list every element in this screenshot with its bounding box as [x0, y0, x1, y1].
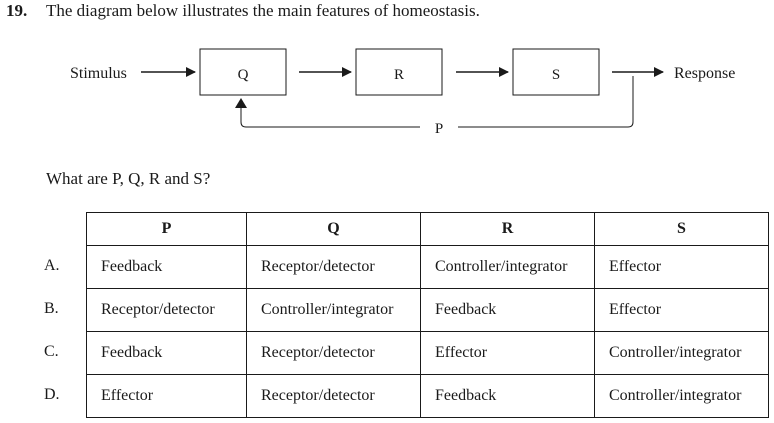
sub-question: What are P, Q, R and S? [46, 169, 211, 188]
table-cell: Controller/integrator [420, 245, 595, 289]
table-cell: Feedback [86, 331, 247, 375]
box-q [199, 48, 287, 96]
option-row-b[interactable]: Receptor/detector Controller/integrator … [86, 288, 769, 332]
table-cell: Receptor/detector [86, 288, 247, 332]
option-row-d[interactable]: Effector Receptor/detector Feedback Cont… [86, 374, 769, 418]
feedback-loop-left [240, 104, 420, 128]
table-cell: Receptor/detector [246, 374, 421, 418]
table-cell: Receptor/detector [246, 245, 421, 289]
table-cell: Controller/integrator [594, 331, 769, 375]
option-letter: A. [44, 257, 60, 274]
question-number: 19. [6, 1, 28, 20]
table-cell: Controller/integrator [246, 288, 421, 332]
table-cell: Effector [594, 245, 769, 289]
feedback-arrowhead [235, 98, 247, 108]
stimulus-label: Stimulus [70, 65, 127, 82]
header-row: P Q R S [86, 212, 769, 246]
homeostasis-diagram: Stimulus Q R S Response P [70, 48, 735, 137]
question-text: The diagram below illustrates the main f… [46, 1, 480, 20]
box-s-label: S [552, 67, 560, 83]
box-s [512, 48, 600, 96]
table-cell: Effector [594, 288, 769, 332]
table-cell: Effector [420, 331, 595, 375]
response-label: Response [674, 65, 735, 82]
option-letter: B. [44, 300, 59, 317]
option-letter: D. [44, 386, 60, 403]
box-r [355, 48, 443, 96]
table-cell: Controller/integrator [594, 374, 769, 418]
table-cell: Feedback [86, 245, 247, 289]
header-p: P [86, 212, 247, 246]
option-letter: C. [44, 343, 59, 360]
table-cell: Effector [86, 374, 247, 418]
table-cell: Receptor/detector [246, 331, 421, 375]
option-letters: A. B. C. D. [44, 244, 60, 416]
feedback-label: P [435, 121, 443, 137]
options-table: P Q R S Feedback Receptor/detector Contr… [86, 212, 769, 418]
table-cell: Feedback [420, 288, 595, 332]
header-r: R [420, 212, 595, 246]
header-s: S [594, 212, 769, 246]
feedback-loop-right [458, 76, 634, 128]
header-q: Q [246, 212, 421, 246]
option-row-a[interactable]: Feedback Receptor/detector Controller/in… [86, 245, 769, 289]
box-q-label: Q [238, 67, 249, 83]
option-row-c[interactable]: Feedback Receptor/detector Effector Cont… [86, 331, 769, 375]
box-r-label: R [394, 67, 404, 83]
table-cell: Feedback [420, 374, 595, 418]
